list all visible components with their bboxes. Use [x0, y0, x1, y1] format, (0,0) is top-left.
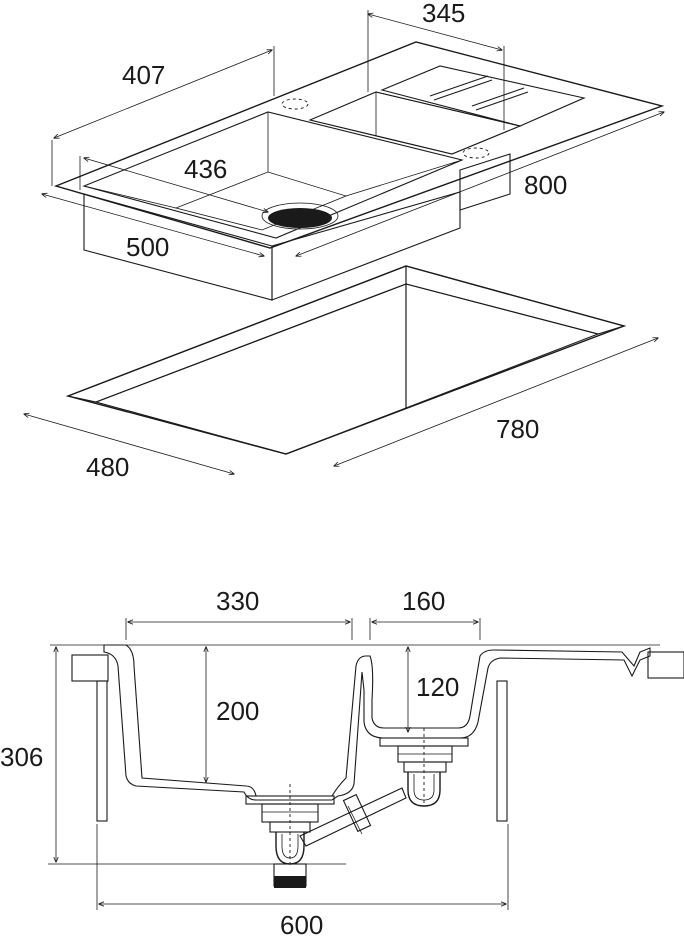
cutout-back-wall	[405, 265, 626, 335]
cutout-outer	[65, 265, 627, 455]
dim-label-500: 500	[126, 232, 169, 262]
dim-label-330: 330	[216, 586, 259, 616]
dim-label-436: 436	[184, 154, 227, 184]
dim-label-160: 160	[402, 586, 445, 616]
cabinet-side-left	[96, 680, 108, 822]
main-outlet-cap	[274, 876, 306, 888]
drain-hole-large	[268, 208, 332, 228]
dim-label-600: 600	[280, 910, 323, 937]
dim-line-407	[54, 50, 272, 138]
worktop-left	[71, 654, 109, 682]
dim-label-200: 200	[216, 696, 259, 726]
small-bowl-floor	[375, 91, 522, 155]
main-trap	[275, 832, 305, 865]
dim-label-120: 120	[416, 672, 459, 702]
dim-line-800	[296, 112, 664, 256]
dim-line-345	[368, 14, 502, 50]
dim-line-780	[334, 338, 658, 466]
cabinet-side-right	[496, 680, 508, 822]
cutout-floor-right	[405, 283, 600, 409]
sink-section-view: 330 160 200 120 306 600	[0, 586, 684, 937]
dim-line-500	[42, 194, 264, 256]
worktop-cutout-view: 780 480	[24, 265, 658, 482]
secondary-drain-nut	[403, 761, 447, 773]
dim-label-407: 407	[122, 60, 165, 90]
dim-label-306: 306	[0, 742, 43, 772]
cutout-left-wall	[66, 265, 407, 403]
dim-line-480	[24, 414, 234, 474]
pipe-coupling	[342, 793, 372, 833]
sink-section-profile	[103, 644, 651, 801]
dim-label-480: 480	[86, 452, 129, 482]
dim-line-436	[84, 158, 268, 212]
dim-label-780: 780	[496, 414, 539, 444]
main-drain-body	[261, 803, 319, 823]
tap-hole-right	[462, 147, 490, 159]
dim-label-345: 345	[422, 0, 465, 28]
worktop-right	[647, 651, 684, 679]
overflow-pipe	[299, 787, 407, 847]
tap-hole-left	[281, 98, 309, 110]
sink-perspective-view: 407 345 436 800 500	[42, 0, 664, 301]
secondary-trap	[407, 772, 441, 807]
dim-label-800: 800	[524, 170, 567, 200]
cutout-floor	[94, 283, 407, 455]
sink-body-front-face	[83, 193, 273, 301]
